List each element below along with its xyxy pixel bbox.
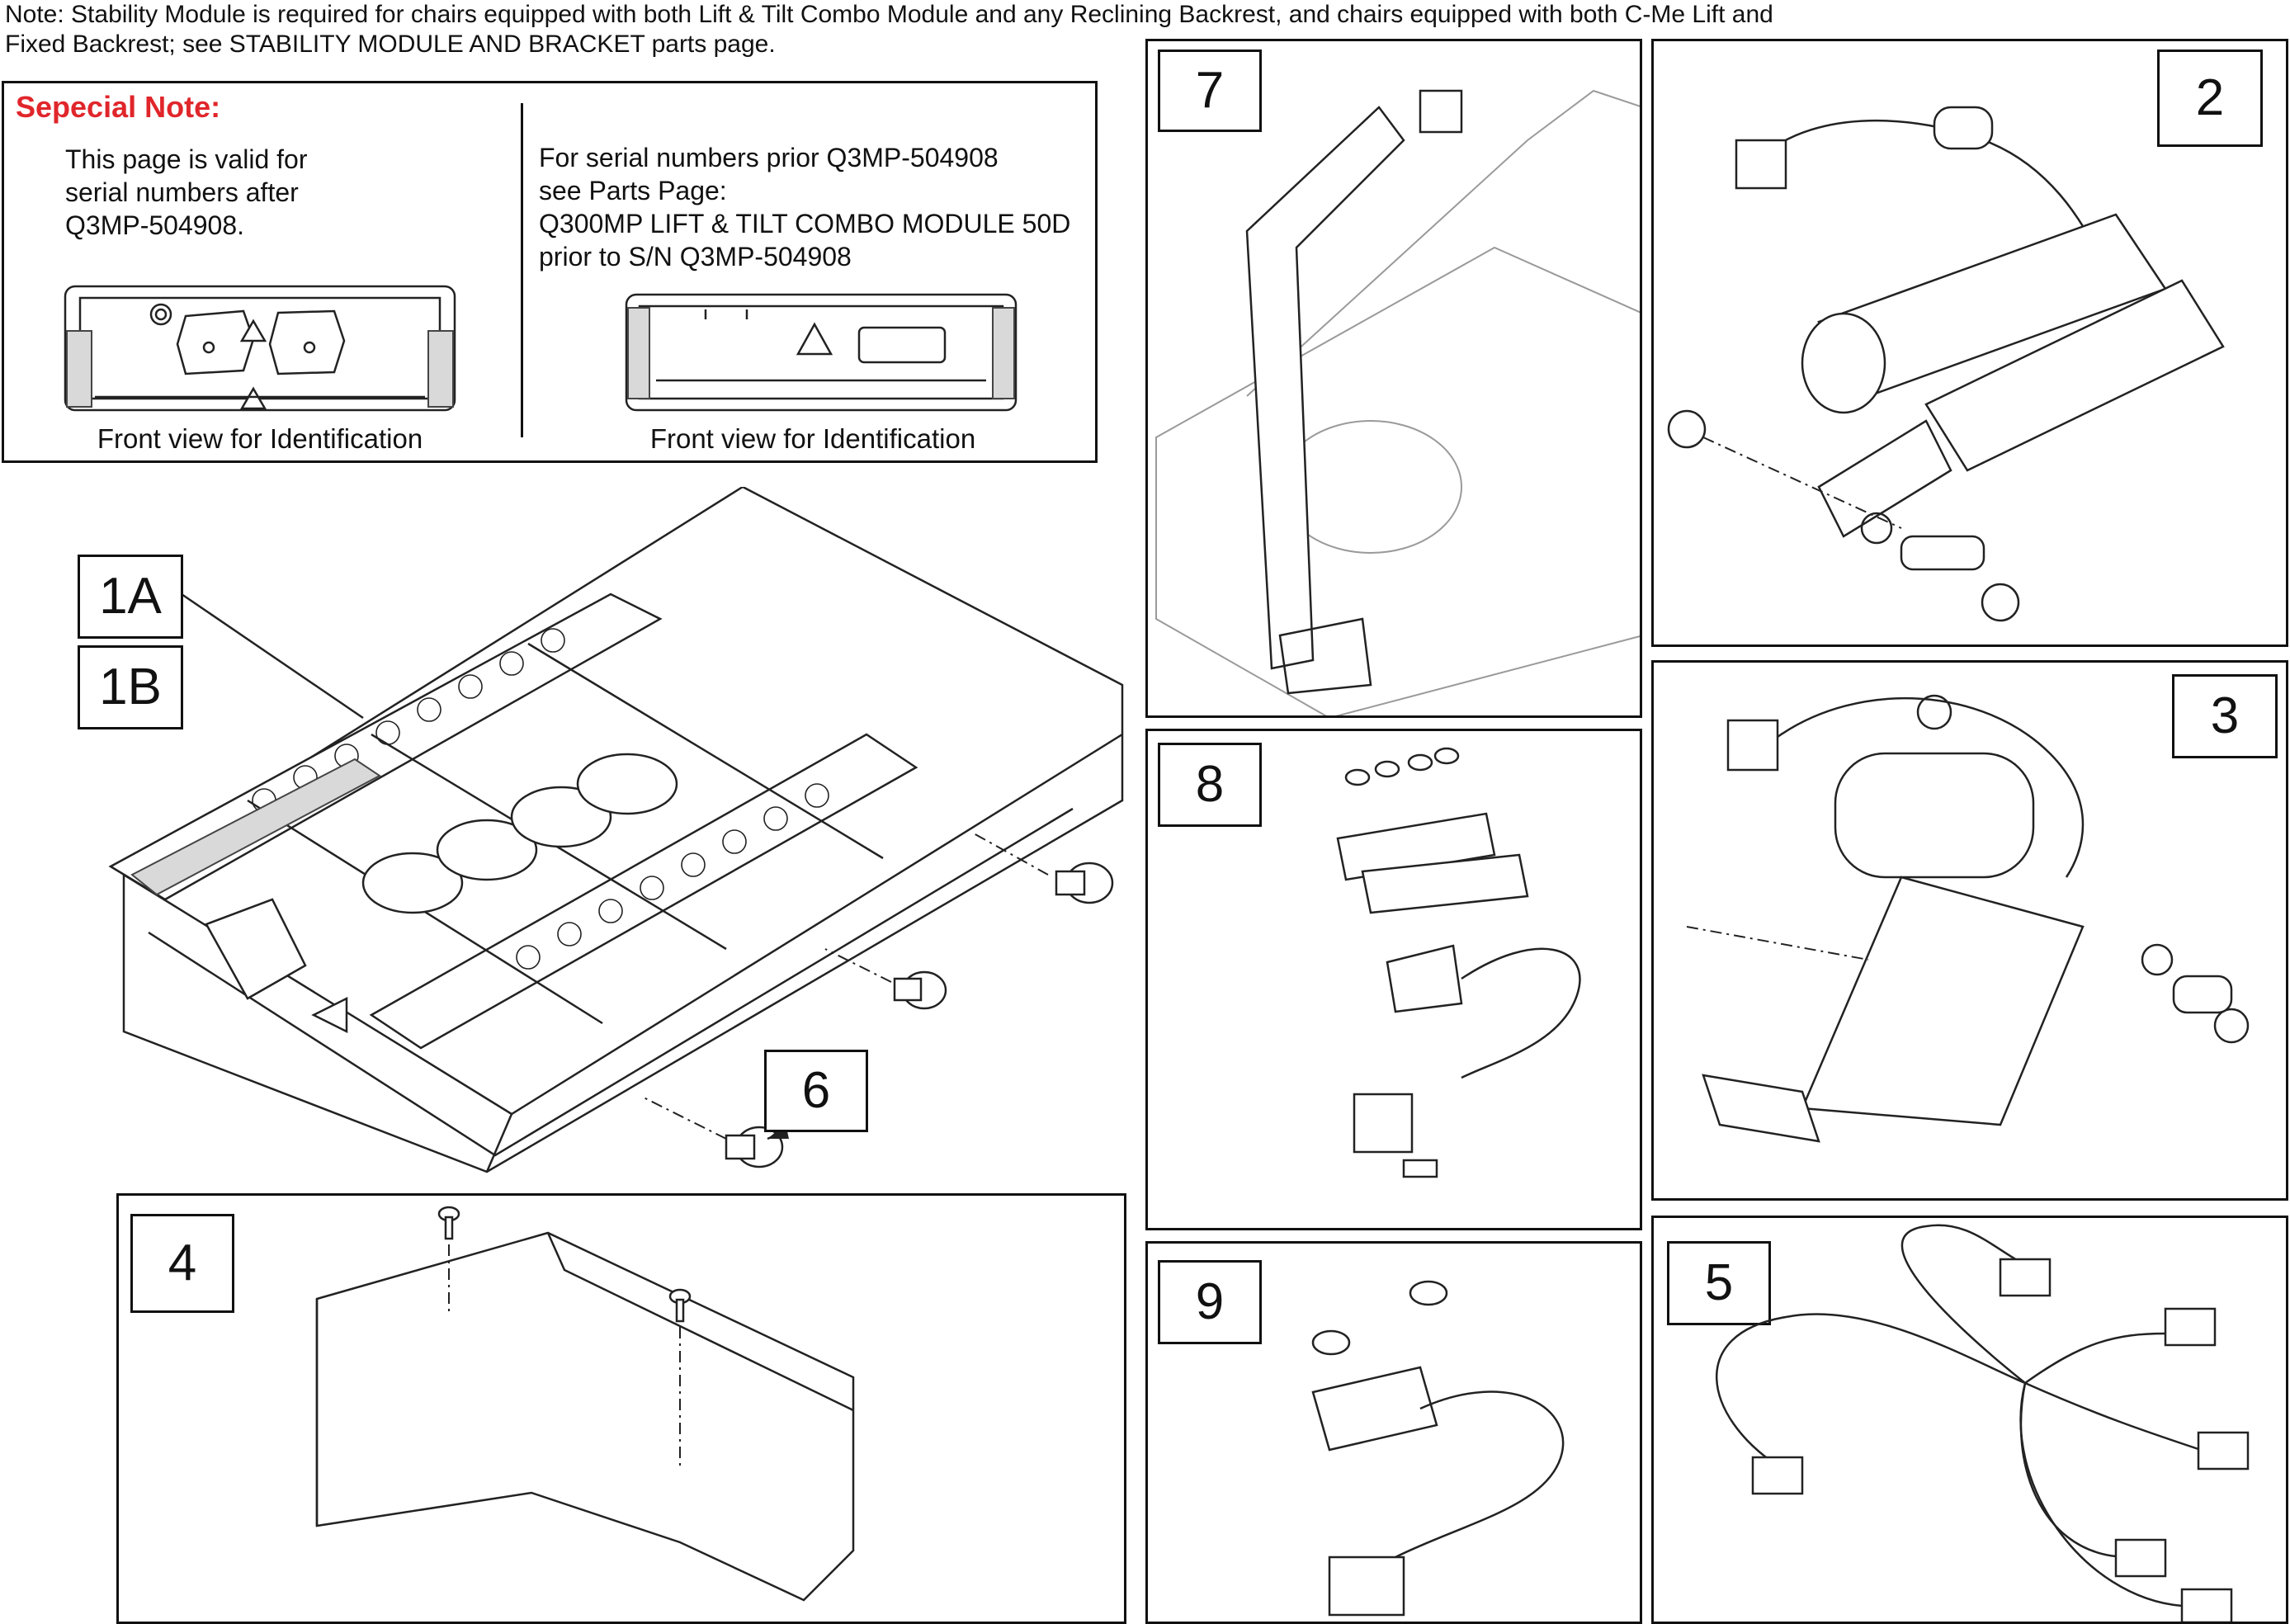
panel-2-actuator: 2 [1651, 39, 2288, 647]
screw-icon [437, 1206, 692, 1323]
connector-icon [1726, 719, 1779, 772]
lift-tilt-module-drawing [108, 487, 1124, 1173]
prior-serial-line-3: Q300MP LIFT & TILT COMBO MODULE 50D [539, 209, 1071, 238]
stability-note-line-1: Note: Stability Module is required for c… [5, 1, 1773, 28]
callout-5: 5 [1667, 1241, 1771, 1325]
screw-icon [1311, 1280, 1448, 1356]
limit-switch-drawing-9 [1311, 1280, 1565, 1617]
limit-switch-drawing-8 [1336, 747, 1581, 1178]
callout-2: 2 [2157, 50, 2263, 147]
callout-9: 9 [1158, 1260, 1262, 1344]
connector-icon [1751, 1258, 2250, 1622]
special-note-box: Sepecial Note: This page is valid for se… [2, 81, 1098, 463]
e-clip-icon [1667, 409, 2020, 622]
callout-3: 3 [2172, 674, 2278, 758]
panel-4-cover: 4 [116, 1193, 1126, 1624]
connector-icon [1328, 1556, 1405, 1617]
special-note-title: Sepecial Note: [16, 90, 221, 124]
prior-serial-line-1: For serial numbers prior Q3MP-504908 [539, 143, 999, 172]
front-view-prior-module [625, 293, 1018, 412]
connector-icon [1735, 139, 1787, 190]
harness-drawing [1716, 1224, 2250, 1622]
panel-7-bracket: 7 [1145, 39, 1642, 718]
actuator-drawing-3 [1686, 694, 2250, 1143]
actuator-drawing-2 [1667, 106, 2225, 622]
callout-4: 4 [130, 1214, 234, 1313]
front-view-caption-right: Front view for Identification [649, 423, 976, 454]
callout-1a: 1A [78, 555, 183, 639]
panel-9-switch-alt: 9 [1145, 1241, 1642, 1624]
prior-serial-line-4: prior to S/N Q3MP-504908 [539, 242, 852, 271]
front-view-new-module [64, 285, 456, 412]
front-view-caption-left: Front view for Identification [97, 423, 423, 454]
connector-icon [1353, 1093, 1414, 1154]
cover-drawing [315, 1206, 855, 1602]
valid-after-line-1: This page is valid for [65, 144, 308, 174]
bracket-drawing [1155, 89, 1640, 715]
panel-5-harness: 5 [1651, 1216, 2288, 1624]
warning-triangle-icon [239, 319, 267, 410]
callout-7: 7 [1158, 50, 1262, 132]
special-note-divider [521, 103, 523, 437]
panel-3-actuator: 3 [1651, 660, 2288, 1201]
callout-6: 6 [764, 1050, 868, 1132]
e-clip-icon [1916, 694, 2250, 1044]
panel-8-limit-switch: 8 [1145, 729, 1642, 1230]
prior-serial-line-2: see Parts Page: [539, 176, 727, 205]
screw-icon [1344, 747, 1460, 786]
valid-after-line-3: Q3MP-504908. [65, 210, 245, 240]
valid-after-line-2: serial numbers after [65, 177, 299, 207]
callout-1b: 1B [78, 645, 183, 729]
stability-note-line-2: Fixed Backrest; see STABILITY MODULE AND… [5, 31, 776, 58]
warning-triangle-icon [796, 322, 833, 356]
callout-8: 8 [1158, 743, 1262, 827]
